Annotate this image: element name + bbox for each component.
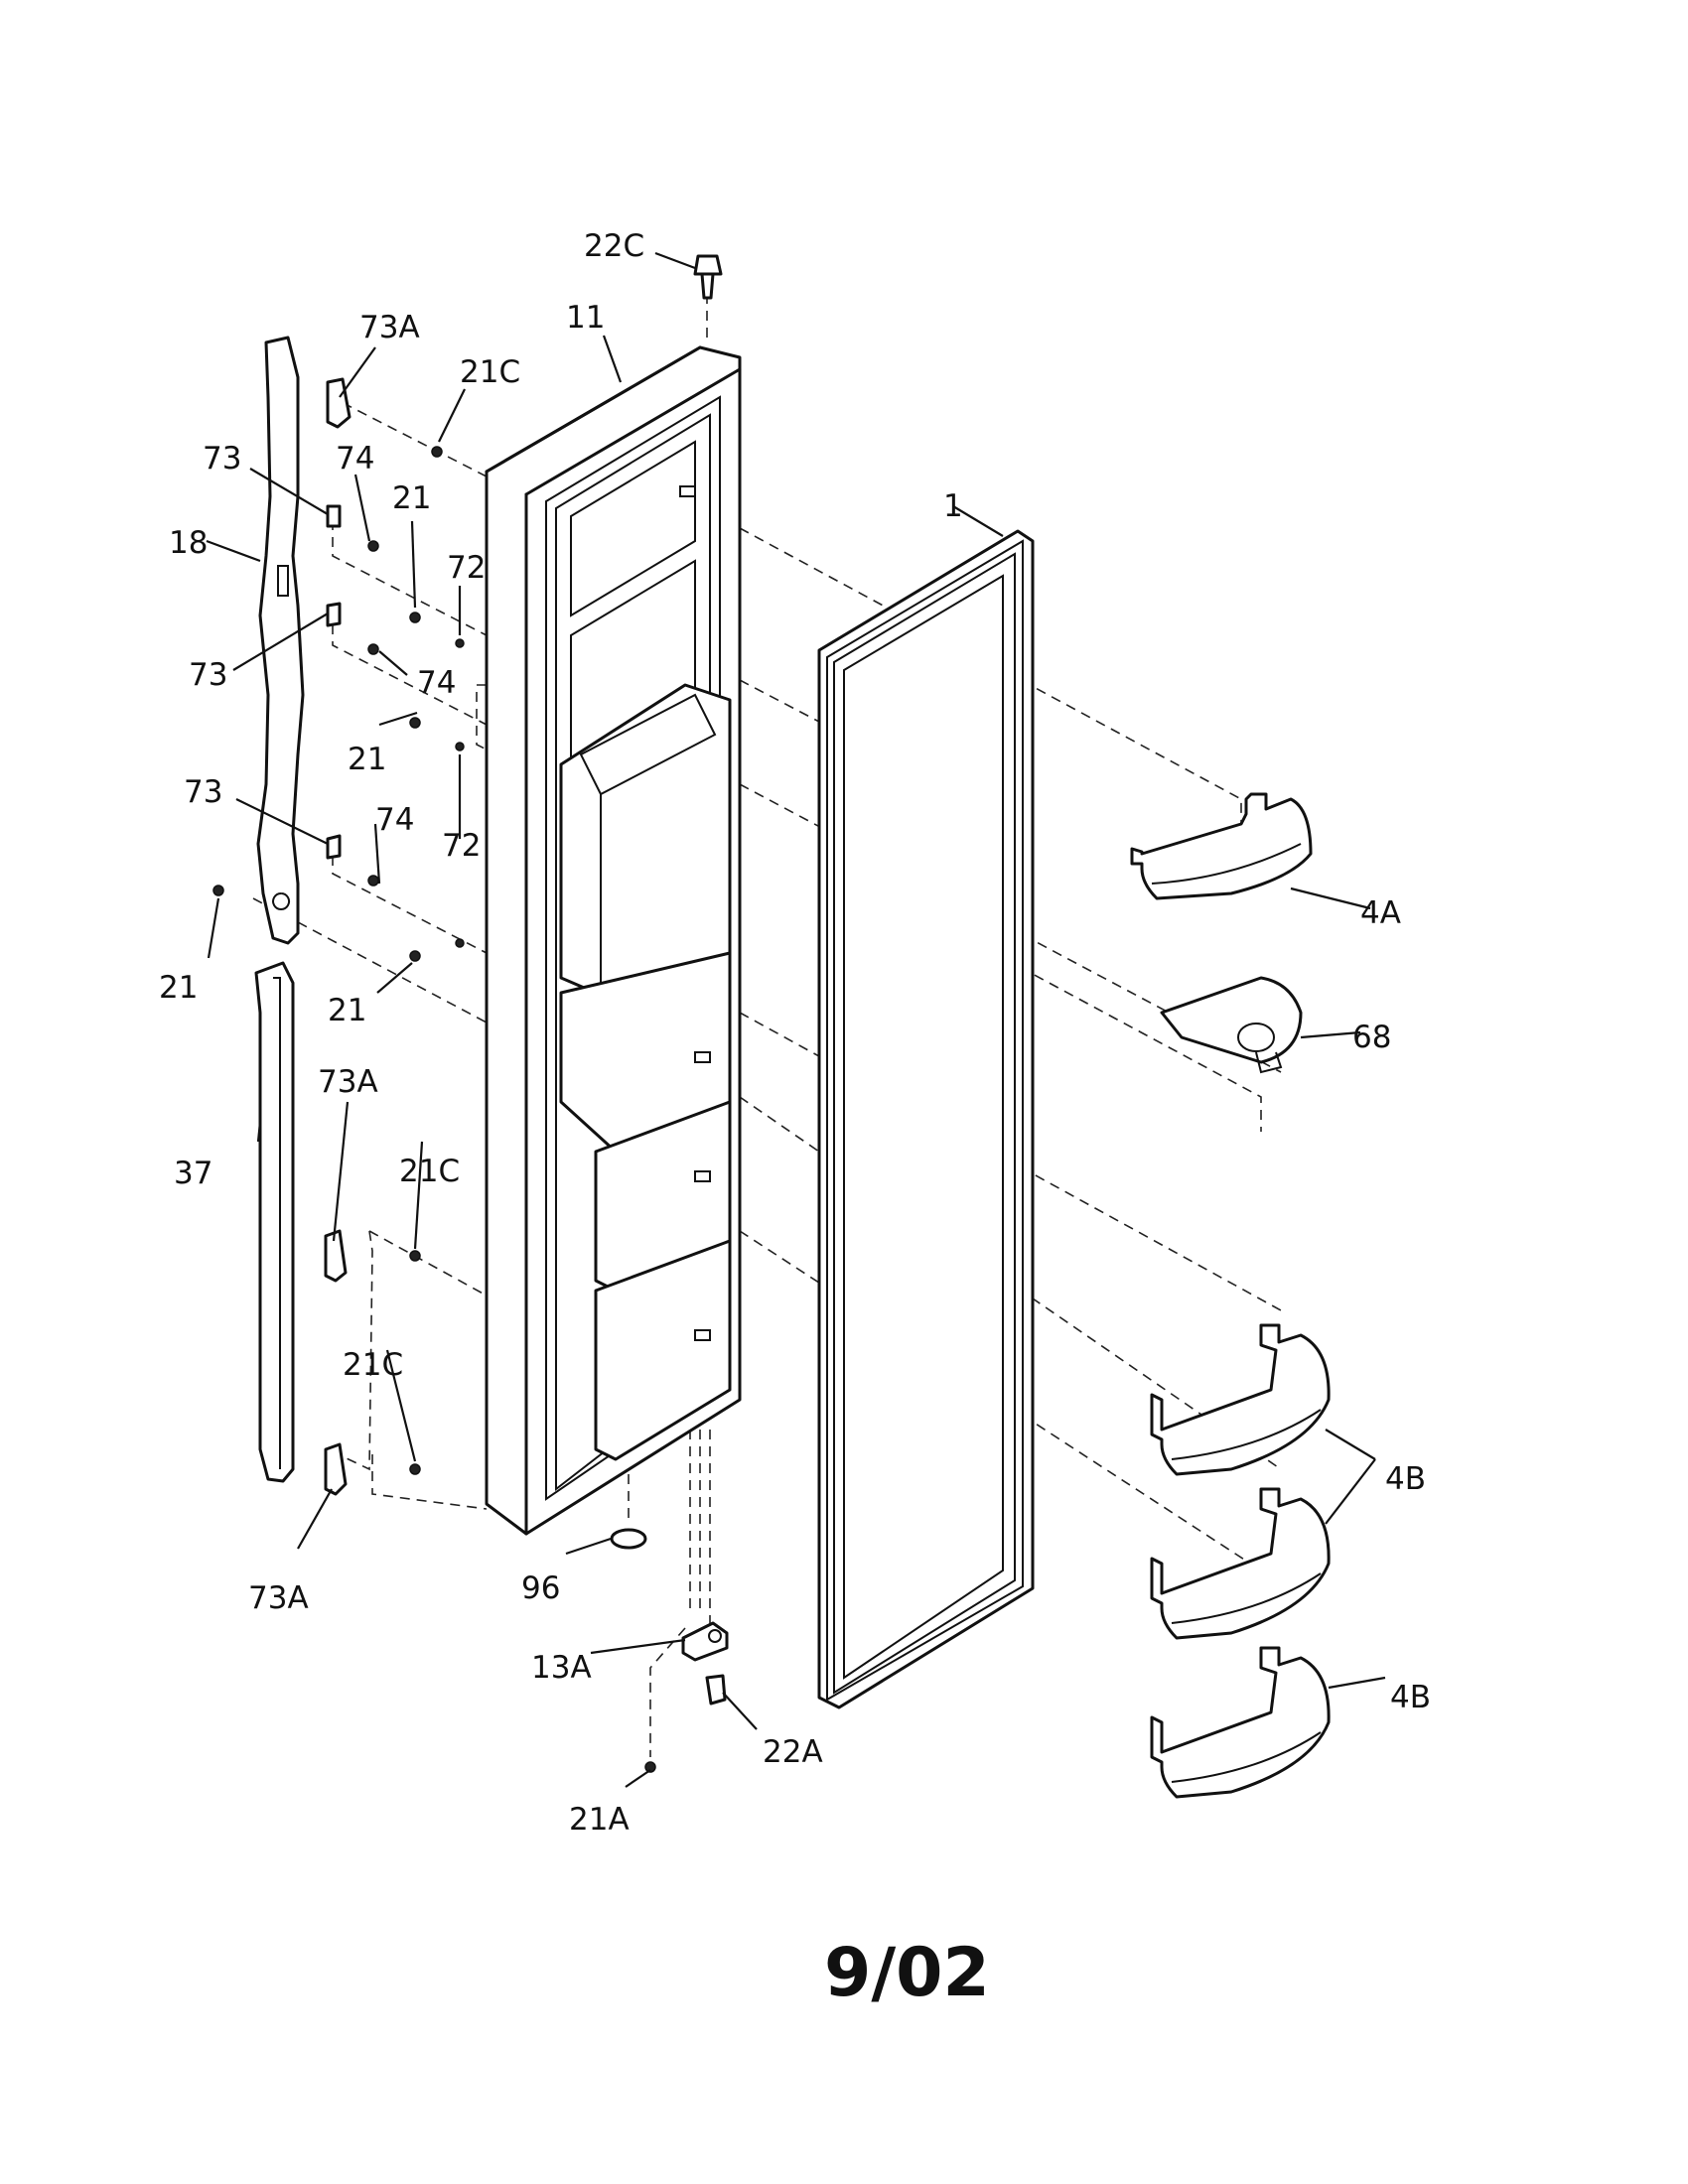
callout-73-c: 73 — [184, 774, 222, 810]
callout-21-d: 21 — [328, 993, 366, 1028]
callout-96: 96 — [521, 1570, 560, 1606]
callout-21-b: 21 — [348, 742, 386, 777]
callout-74-c: 74 — [375, 802, 414, 838]
callout-4A: 4A — [1360, 895, 1401, 931]
callout-21A: 21A — [569, 1802, 630, 1838]
screws — [212, 446, 656, 1773]
callout-37: 37 — [174, 1156, 212, 1191]
callout-72-b: 72 — [442, 828, 481, 864]
callout-18: 18 — [169, 525, 208, 561]
part-18-handle — [256, 336, 305, 945]
callout-74-b: 74 — [417, 665, 456, 701]
callout-73-b: 73 — [189, 657, 227, 693]
callout-22C: 22C — [584, 228, 644, 264]
callout-22A: 22A — [763, 1734, 823, 1770]
bottom-hardware — [610, 1528, 729, 1706]
callout-21C-low: 21C — [343, 1347, 403, 1383]
part-11-door-assembly — [485, 345, 742, 1536]
door-bins — [1130, 792, 1331, 1799]
callout-11: 11 — [566, 300, 605, 336]
callout-74-a: 74 — [336, 441, 374, 477]
callout-73A-low: 73A — [248, 1580, 309, 1616]
clips — [324, 377, 352, 1496]
leader-lines — [206, 251, 1386, 1788]
callout-73A-top: 73A — [359, 310, 420, 345]
callout-21-a: 21 — [392, 480, 431, 516]
callout-21C-mid: 21C — [399, 1154, 460, 1189]
part-37-trim — [254, 961, 295, 1483]
callout-73A-mid: 73A — [318, 1064, 378, 1100]
callout-4B-a: 4B — [1385, 1461, 1426, 1497]
callout-68: 68 — [1352, 1020, 1391, 1055]
part-22C-hinge-pin — [693, 254, 723, 300]
callout-21C-top: 21C — [460, 354, 520, 390]
callout-4B-b: 4B — [1390, 1680, 1431, 1715]
callout-labels: 22C 11 73A 21C 73 74 21 72 18 73 74 21 7… — [159, 228, 1431, 1838]
callout-1: 1 — [943, 488, 963, 524]
footer-date-code: 9/02 — [824, 1934, 990, 2012]
part-1-door-gasket — [817, 529, 1035, 1709]
callout-21-c: 21 — [159, 970, 198, 1006]
callout-73-a: 73 — [203, 441, 241, 477]
callout-13A: 13A — [531, 1650, 592, 1686]
callout-72-a: 72 — [447, 550, 486, 586]
